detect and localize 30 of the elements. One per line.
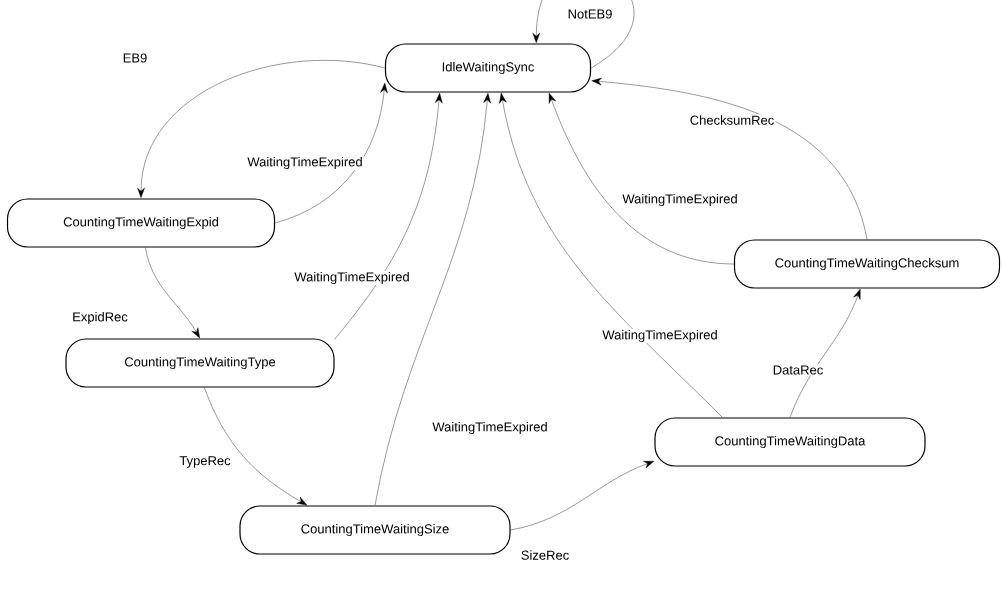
edge-label: ChecksumRec — [688, 114, 776, 126]
edge-label: WaitingTimeExpired — [601, 328, 719, 344]
arrow — [510, 461, 655, 531]
state-box: IdleWaitingSync — [384, 43, 592, 93]
state-box: CountingTimeWaitingData — [654, 417, 926, 467]
edge-label: SizeRec — [519, 549, 571, 561]
arrow — [374, 93, 491, 506]
edge-label: ExpidRec — [71, 310, 129, 326]
arrow — [204, 387, 308, 506]
arrow — [137, 60, 386, 198]
edge-label: WaitingTimeExpired — [621, 192, 739, 208]
arrow — [145, 247, 200, 339]
state-box: CountingTimeWaitingType — [65, 338, 335, 388]
edge-label: WaitingTimeExpired — [293, 270, 411, 286]
edge-label: NotEB9 — [566, 8, 614, 20]
edge-label: DataRec — [771, 364, 825, 376]
arrow — [789, 288, 861, 418]
edge-label: TypeRec — [178, 455, 232, 469]
state-box: CountingTimeWaitingChecksum — [733, 239, 1001, 289]
arrow — [274, 82, 388, 224]
state-box: CountingTimeWaitingExpid — [6, 198, 276, 248]
arrow — [334, 93, 443, 340]
arrow — [532, 0, 635, 69]
edge-label: WaitingTimeExpired — [246, 155, 364, 171]
arrow — [591, 77, 868, 240]
edge-label: WaitingTimeExpired — [431, 420, 549, 436]
arrow — [499, 92, 723, 418]
state-box: CountingTimeWaitingSize — [239, 505, 511, 555]
arrow — [548, 92, 735, 265]
edge-label: EB9 — [121, 52, 149, 64]
